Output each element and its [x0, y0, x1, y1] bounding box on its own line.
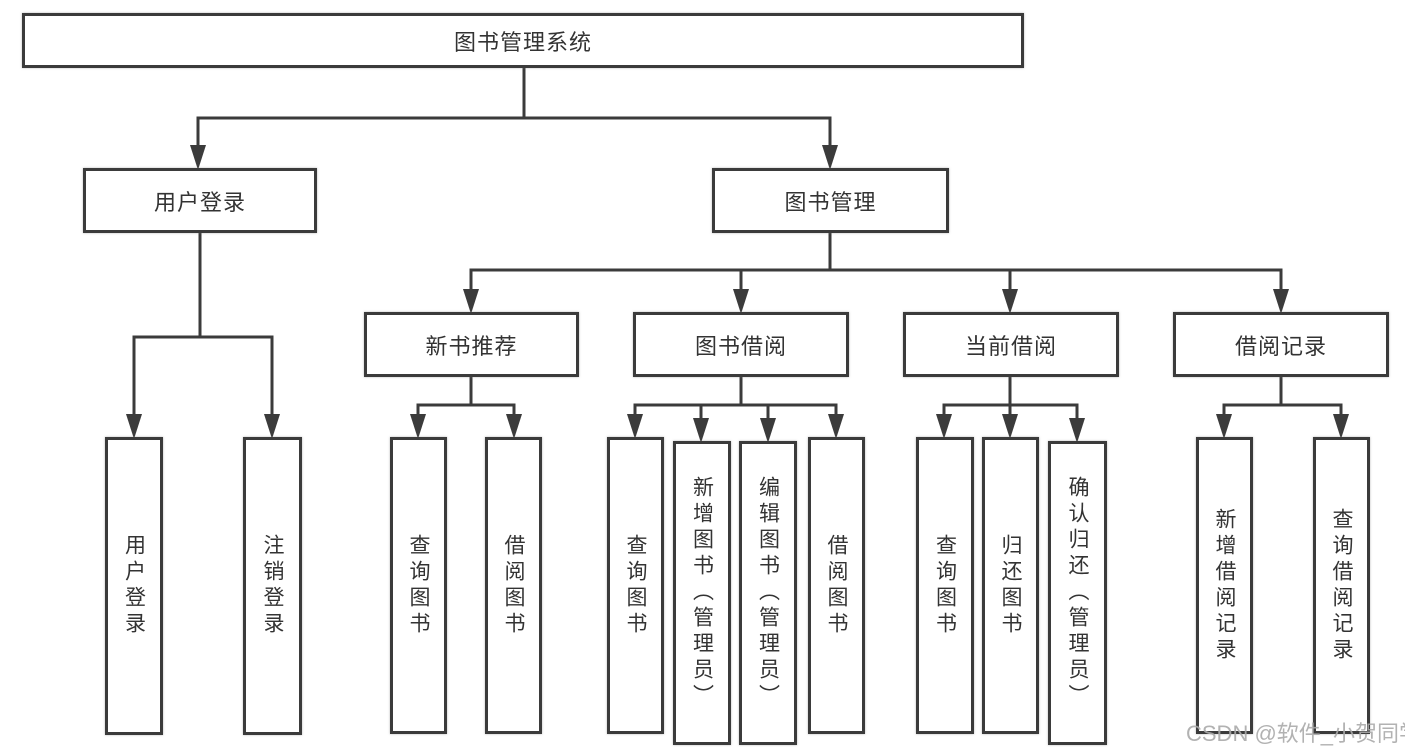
- arrowheads: [126, 145, 1349, 443]
- leaf-current-return: 归还图书: [982, 437, 1039, 734]
- leaf-new-books-borrow-label: 借阅图书: [502, 533, 525, 638]
- leaf-borrow-borrow-label: 借阅图书: [825, 533, 848, 638]
- leaf-logout: 注销登录: [243, 437, 302, 735]
- leaf-current-query: 查询图书: [916, 437, 974, 734]
- leaf-user-login: 用户登录: [105, 437, 163, 735]
- node-new-book-recommend: 新书推荐: [364, 312, 579, 377]
- leaf-user-login-label: 用户登录: [122, 534, 146, 638]
- leaf-new-books-borrow: 借阅图书: [485, 437, 542, 734]
- leaf-records-query: 查询借阅记录: [1313, 437, 1370, 734]
- node-book-borrow: 图书借阅: [633, 312, 849, 377]
- leaf-new-books-query-label: 查询图书: [407, 533, 430, 638]
- leaf-new-books-query: 查询图书: [390, 437, 447, 734]
- leaf-borrow-add-admin: 新增图书（管理员）: [673, 441, 731, 745]
- leaf-current-return-label: 归还图书: [999, 533, 1022, 638]
- leaf-records-add-label: 新增借阅记录: [1213, 507, 1236, 664]
- leaf-records-add: 新增借阅记录: [1196, 437, 1253, 734]
- leaf-logout-label: 注销登录: [261, 534, 284, 638]
- leaf-borrow-add-admin-label: 新增图书（管理员）: [690, 476, 714, 710]
- leaf-borrow-edit-admin-label: 编辑图书（管理员）: [756, 476, 780, 710]
- leaf-borrow-edit-admin: 编辑图书（管理员）: [739, 441, 797, 745]
- node-current-borrow: 当前借阅: [903, 312, 1119, 377]
- leaf-records-query-label: 查询借阅记录: [1330, 507, 1353, 664]
- leaf-current-query-label: 查询图书: [933, 533, 957, 638]
- leaf-current-confirm-admin: 确认归还（管理员）: [1048, 441, 1107, 745]
- leaf-current-confirm-admin-label: 确认归还（管理员）: [1066, 476, 1089, 710]
- node-root: 图书管理系统: [22, 13, 1024, 68]
- leaf-borrow-query-label: 查询图书: [624, 533, 647, 638]
- leaf-borrow-query: 查询图书: [607, 437, 664, 734]
- node-book-management: 图书管理: [712, 168, 949, 233]
- leaf-borrow-borrow: 借阅图书: [808, 437, 865, 734]
- csdn-watermark: CSDN @软件_小贺同学: [1186, 721, 1405, 746]
- node-user-login: 用户登录: [83, 168, 317, 233]
- node-borrow-records: 借阅记录: [1173, 312, 1389, 377]
